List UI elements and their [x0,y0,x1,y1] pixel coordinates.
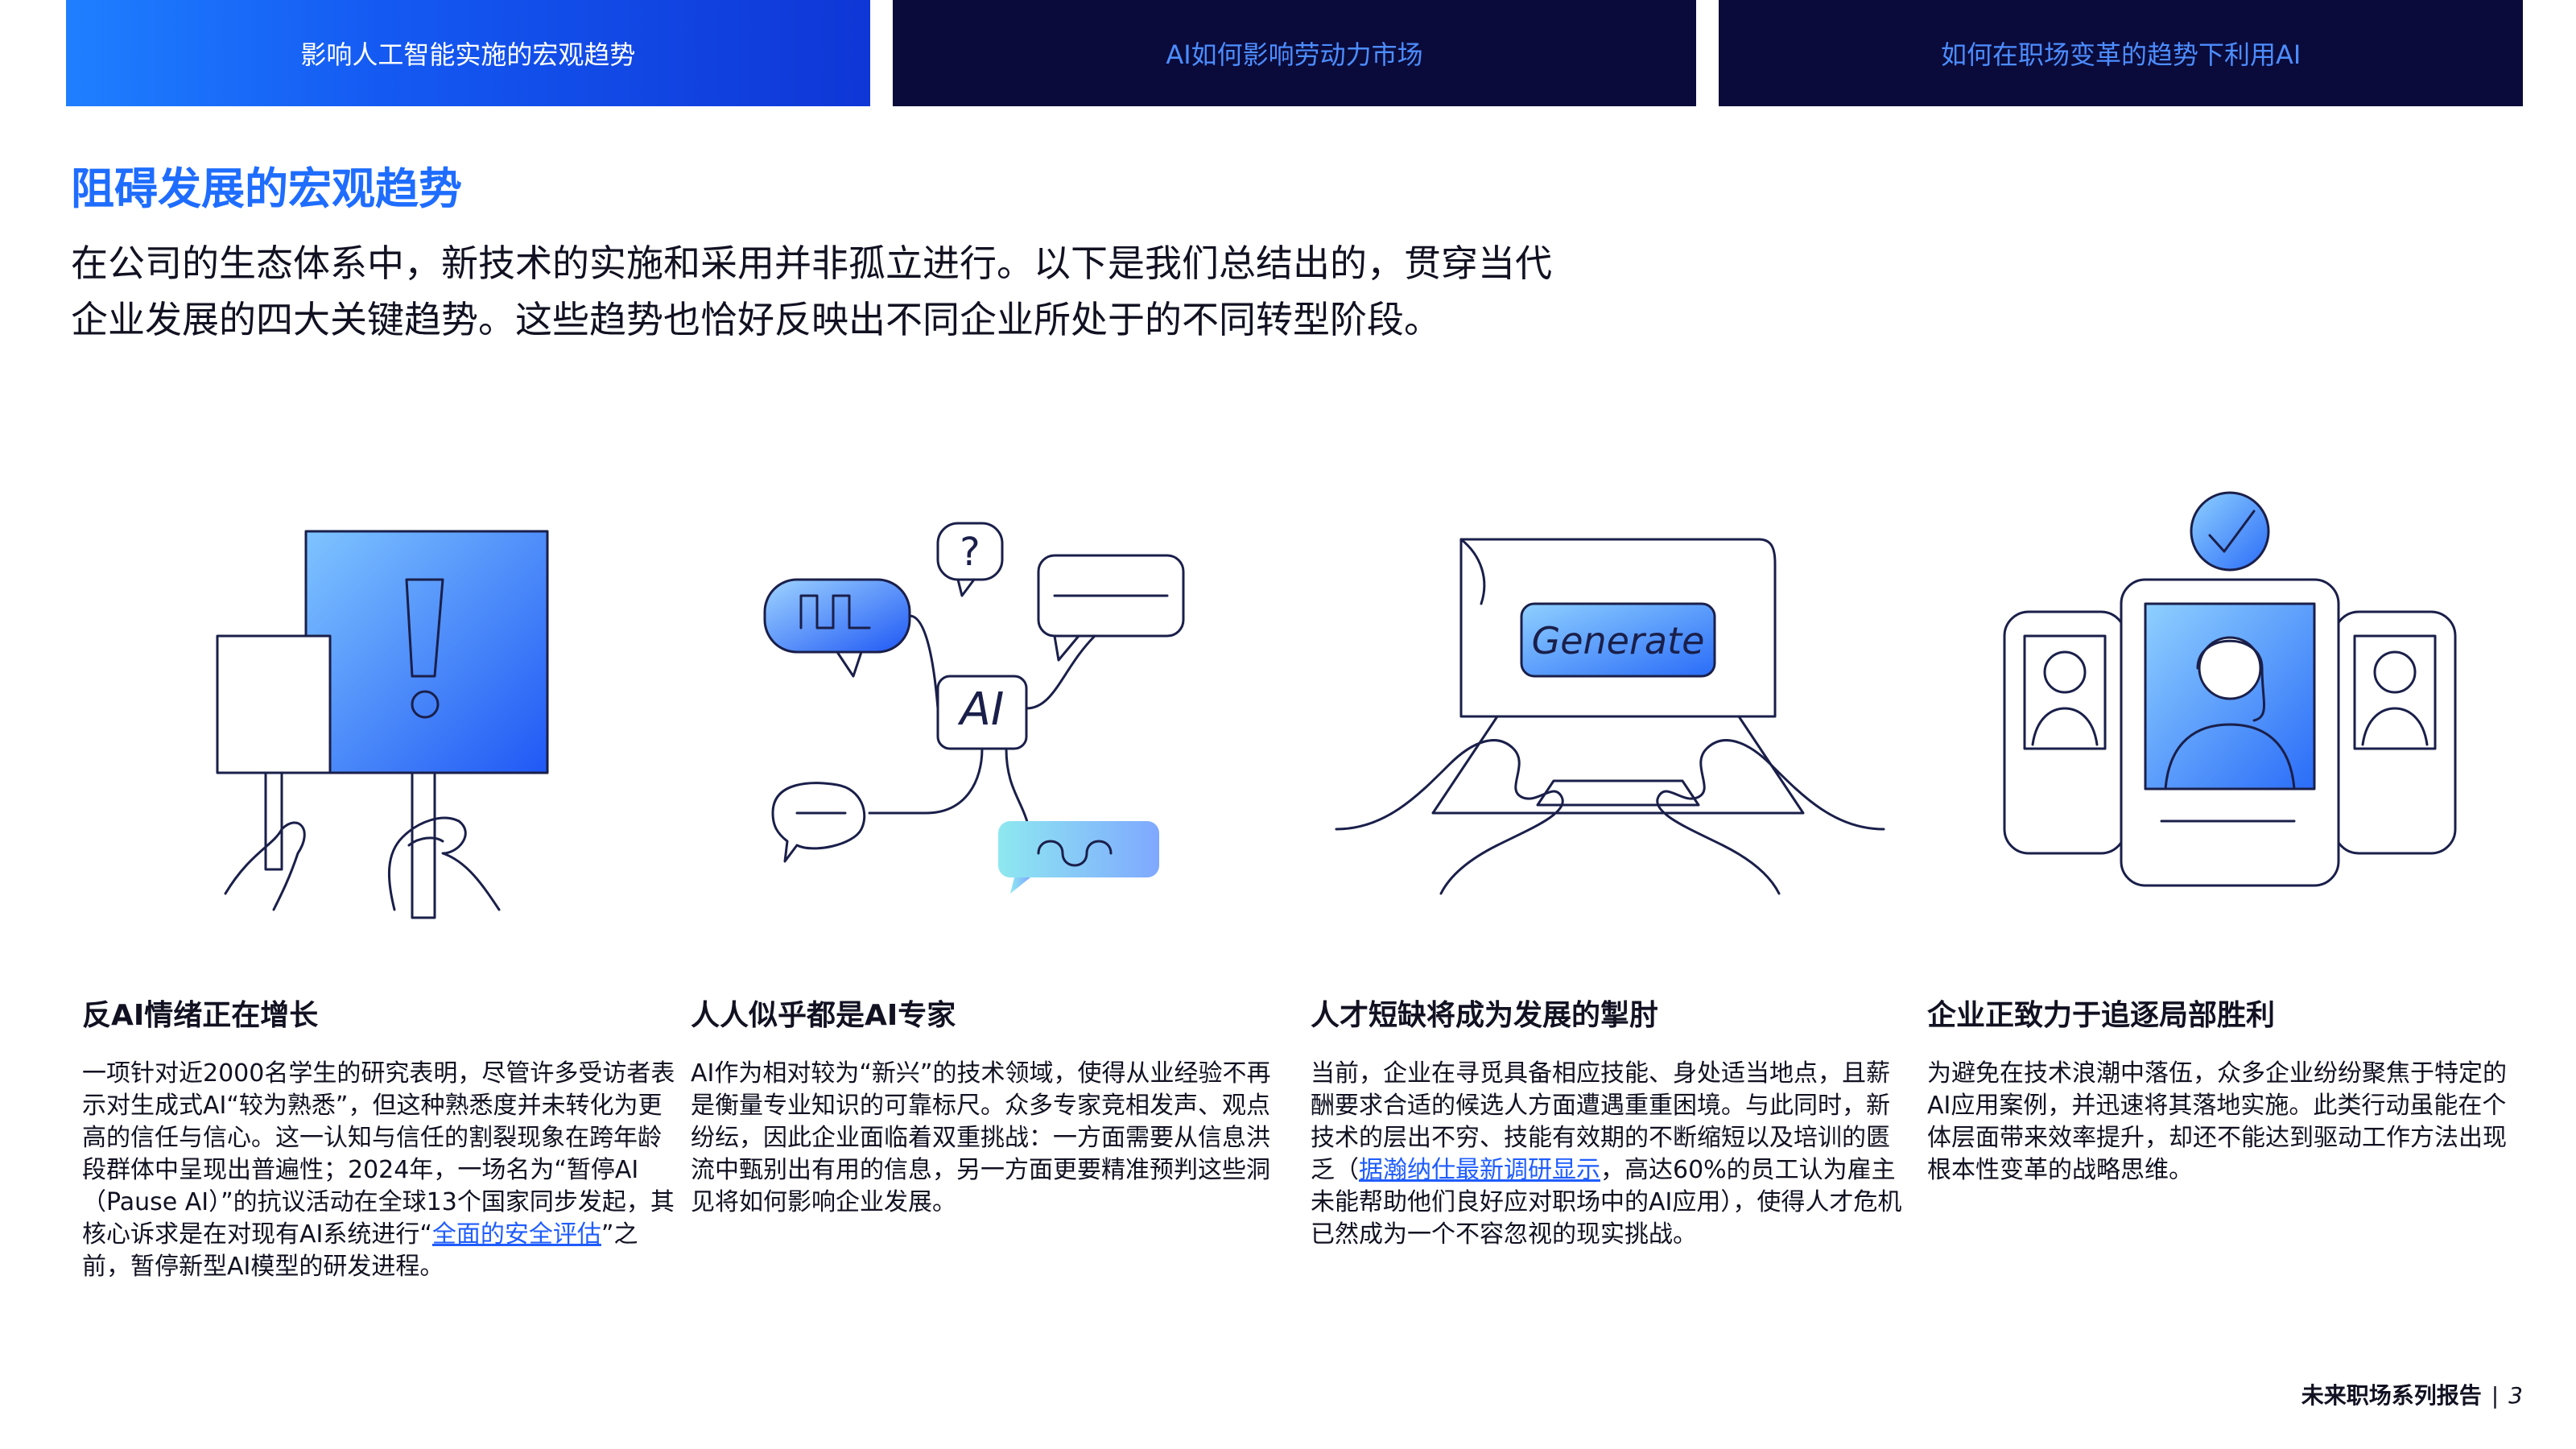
trend-title-4: 企业正致力于追逐局部胜利 [1927,999,2276,1032]
generate-laptop-illustration: Generate [1320,475,1900,926]
trend-text-1-part1: 一项针对近2000名学生的研究表明，尽管许多受访者表示对生成式AI“较为熟悉”，… [82,1059,675,1249]
tab-macro-trends[interactable]: 影响人工智能实施的宏观趋势 [66,0,870,106]
tab-use-ai[interactable]: 如何在职场变革的趋势下利用AI [1719,0,2524,106]
trend-title-3: 人才短缺将成为发展的掣肘 [1311,999,1659,1032]
ai-label: AI [958,683,1005,736]
chat-bubbles-icon: AI ? [763,522,1185,894]
intro-line-1: 在公司的生态体系中，新技术的实施和采用并非孤立进行。以下是我们总结出的，贯穿当代 [71,242,1552,285]
candidates-illustration [1980,475,2479,926]
trend-column-2: 人人似乎都是AI专家 AI作为相对较为“新兴”的技术领域，使得从业经验不再是衡量… [691,992,1286,1219]
trend-text-1-part2: ”之前，暂停新型AI模型的研发进程。 [82,1220,638,1281]
report-name: 未来职场系列报告 [2301,1382,2482,1409]
trend-text-3-part2: ，高达60%的员工认为雇主未能帮助他们良好应对职场中的AI应用），使得人才危机已… [1311,1156,1902,1249]
question-mark-label: ? [960,530,980,575]
candidate-cards-icon [2003,491,2457,887]
hays-survey-link[interactable]: 据瀚纳仕最新调研显示 [1359,1156,1600,1184]
footer-separator: | [2491,1382,2500,1409]
intro-paragraph: 在公司的生态体系中，新技术的实施和采用并非孤立进行。以下是我们总结出的，贯穿当代… [71,235,1649,348]
trend-text-1: 一项针对近2000名学生的研究表明，尽管许多受访者表示对生成式AI“较为熟悉”，… [82,1058,678,1283]
trend-text-3: 当前，企业在寻觅具备相应技能、身处适当地点，且薪酬要求合适的候选人方面遭遇重重困… [1311,1058,1906,1251]
laptop-icon: Generate [1335,538,1885,895]
safety-evaluation-link[interactable]: 全面的安全评估 [431,1220,601,1249]
ai-chat-illustration: AI ? [741,475,1191,926]
page-footer: 未来职场系列报告 | 3 [2301,1378,2523,1410]
protest-signs-illustration [201,475,588,926]
trend-column-3: 人才短缺将成为发展的掣肘 当前，企业在寻觅具备相应技能、身处适当地点，且薪酬要求… [1311,992,1906,1251]
trend-text-4: 为避免在技术浪潮中落伍，众多企业纷纷聚焦于特定的AI应用案例，并迅速将其落地实施… [1927,1059,2507,1184]
top-nav-tabs: 影响人工智能实施的宏观趋势 AI如何影响劳动力市场 如何在职场变革的趋势下利用A… [66,0,2524,106]
section-title: 阻碍发展的宏观趋势 [71,163,462,214]
trend-title-2: 人人似乎都是AI专家 [691,999,956,1032]
trend-column-1: 反AI情绪正在增长 一项针对近2000名学生的研究表明，尽管许多受访者表示对生成… [82,992,678,1283]
page-number: 3 [2508,1382,2523,1409]
trend-text-3-part1: 当前，企业在寻觅具备相应技能、身处适当地点，且薪酬要求合适的候选人方面遭遇重重困… [1311,1059,1890,1184]
trend-column-4: 企业正致力于追逐局部胜利 为避免在技术浪潮中落伍，众多企业纷纷聚焦于特定的AI应… [1927,992,2507,1187]
generate-button-label: Generate [1532,619,1705,663]
trend-title-1: 反AI情绪正在增长 [82,999,319,1032]
intro-line-2: 企业发展的四大关键趋势。这些趋势也恰好反映出不同企业所处于的不同转型阶段。 [71,298,1441,341]
trend-text-2: AI作为相对较为“新兴”的技术领域，使得从业经验不再是衡量专业知识的可靠标尺。众… [691,1059,1271,1216]
protest-signs-icon [216,530,549,919]
tab-labor-market[interactable]: AI如何影响劳动力市场 [892,0,1697,106]
